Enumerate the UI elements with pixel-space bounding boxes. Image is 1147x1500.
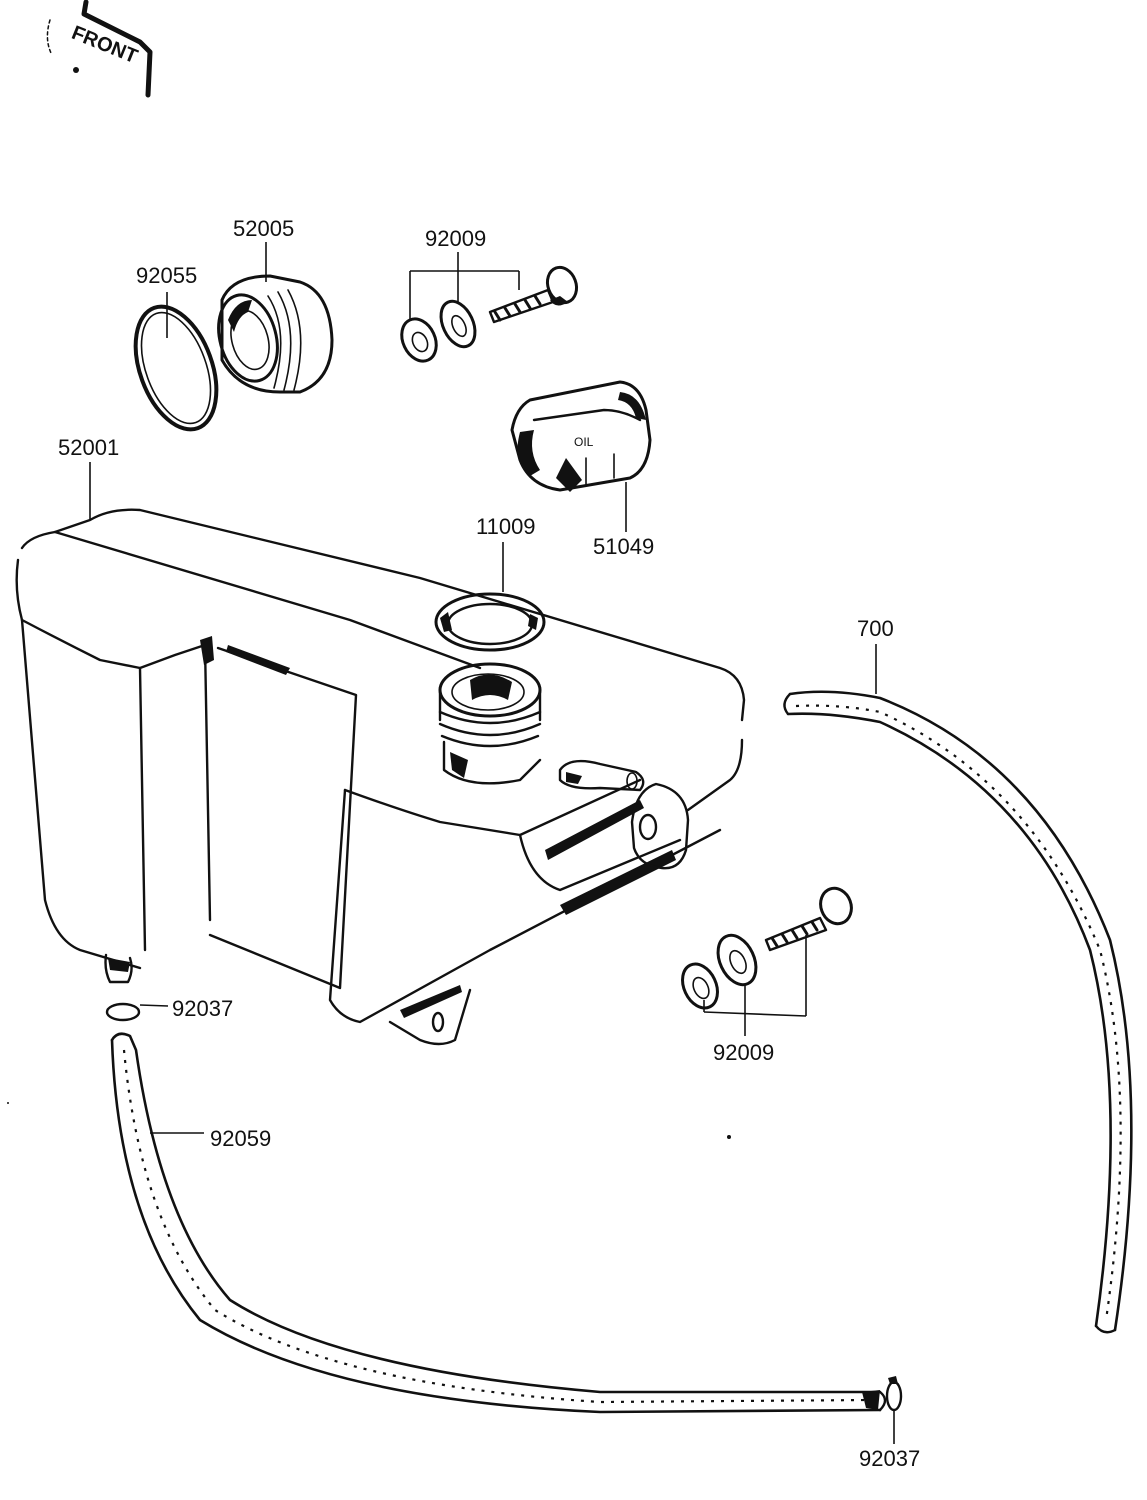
leader-92037-top (139, 1004, 169, 1007)
front-arrow-icon (46, 0, 153, 98)
label-92037-top: 92037 (172, 996, 233, 1021)
label-92055: 92055 (136, 263, 197, 288)
label-700: 700 (857, 616, 894, 641)
part-92009-upper-bolt-set[interactable] (395, 263, 581, 366)
label-92009-lower: 92009 (713, 1040, 774, 1065)
part-92059-drain-hose[interactable] (110, 1032, 887, 1414)
label-52005: 52005 (233, 216, 294, 241)
front-label: FRONT (68, 22, 140, 68)
part-11009-gasket[interactable] (434, 592, 546, 652)
part-92037-clip-bottom[interactable] (885, 1376, 903, 1412)
speck (727, 1135, 731, 1139)
label-52001: 52001 (58, 435, 119, 460)
label-92037-bottom: 92037 (859, 1446, 920, 1471)
part-51049-oil-cap[interactable]: OIL (510, 380, 652, 492)
label-11009: 11009 (476, 514, 536, 539)
part-92055-o-ring[interactable] (120, 296, 231, 441)
label-92059: 92059 (210, 1126, 271, 1151)
label-51049: 51049 (593, 534, 654, 559)
leader-92009-lower (703, 935, 807, 1036)
cap-marking-oil: OIL (574, 435, 594, 449)
part-52005-filler-neck[interactable] (210, 274, 334, 394)
part-92037-clip-top[interactable] (105, 1002, 141, 1022)
speck (7, 1102, 9, 1104)
label-92009-upper: 92009 (425, 226, 486, 251)
part-700-vent-hose[interactable] (783, 690, 1133, 1334)
part-52001-oil-tank[interactable] (15, 508, 746, 1046)
part-92009-lower-bolt-set[interactable] (676, 884, 856, 1014)
front-marker: FRONT (46, 0, 153, 98)
leader-92009-upper (409, 252, 520, 320)
